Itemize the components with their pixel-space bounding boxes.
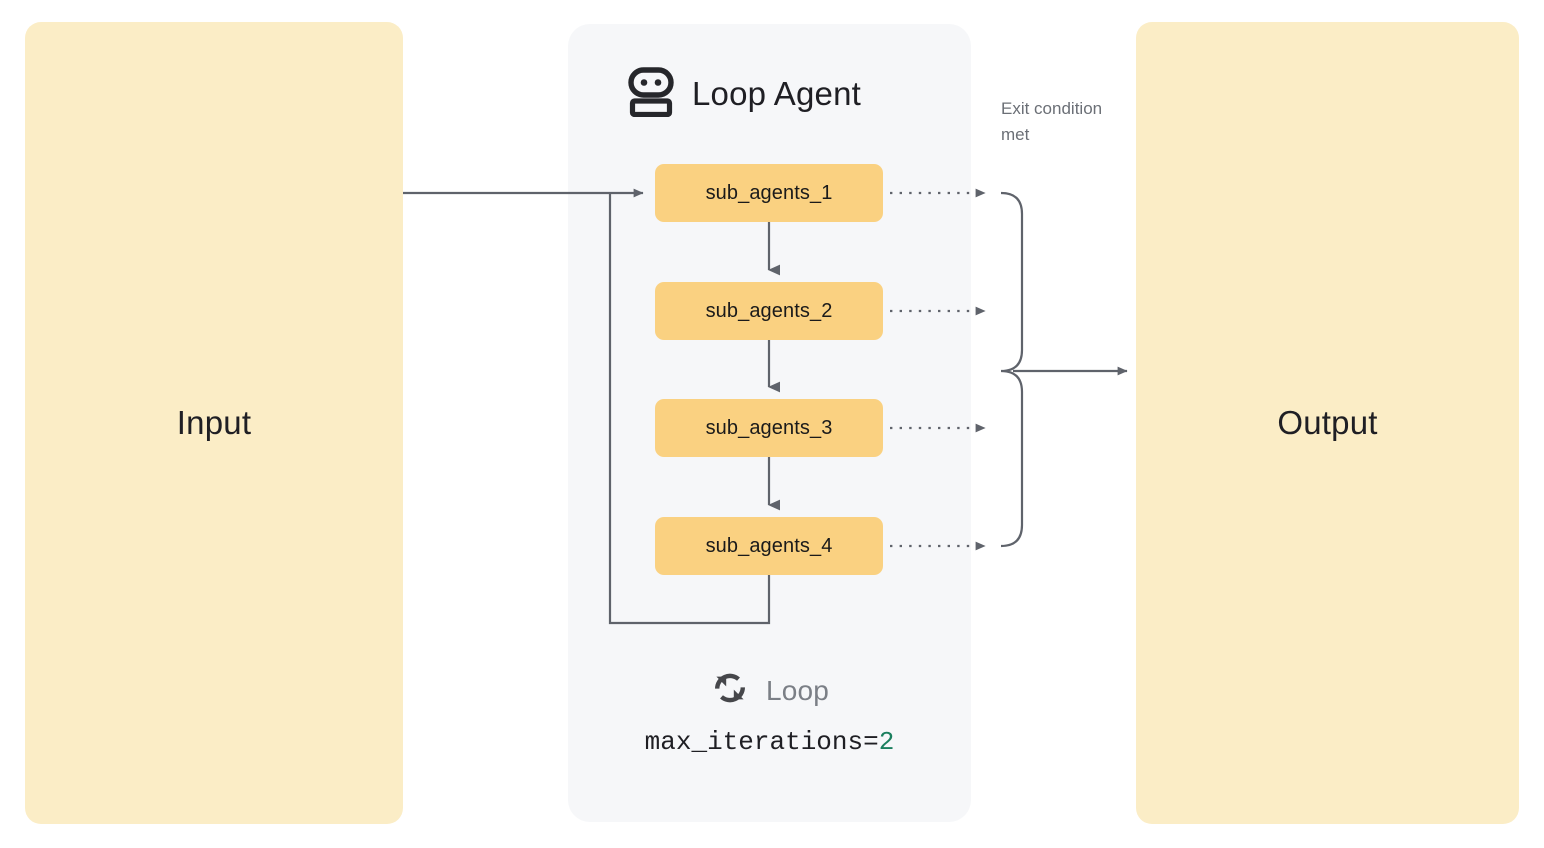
sub-agent-label: sub_agents_2 [705, 299, 833, 322]
input-label: Input [176, 404, 252, 441]
sub-agent-box[interactable]: sub_agents_1 [655, 164, 883, 222]
loop-footer-row: Loop [568, 668, 971, 713]
loop-footer-label: Loop [765, 674, 830, 706]
loop-icon [710, 668, 750, 713]
robot-icon [628, 66, 674, 122]
sub-agent-box[interactable]: sub_agents_3 [655, 399, 883, 457]
loop-agent-title: Loop Agent [692, 75, 861, 112]
exit-condition-annotation: Exit condition met [1001, 99, 1103, 144]
sub-agent-label: sub_agents_4 [705, 534, 833, 557]
sub-agent-box[interactable]: sub_agents_4 [655, 517, 883, 575]
loop-config: max_iterations=2 [568, 727, 971, 757]
sub-agent-label: sub_agents_3 [705, 416, 833, 439]
loop-config-key: max_iterations= [644, 727, 879, 757]
sub-agent-label: sub_agents_1 [705, 181, 833, 204]
output-label: Output [1277, 404, 1378, 441]
loop-config-value: 2 [878, 727, 895, 757]
output-panel: Output [1136, 22, 1519, 824]
sub-agent-box[interactable]: sub_agents_2 [655, 282, 883, 340]
edge-exit-bus [1000, 191, 1024, 548]
input-panel: Input [25, 22, 403, 824]
loop-footer: Loop max_iterations=2 [568, 668, 971, 757]
loop-agent-header: Loop Agent [628, 66, 861, 122]
